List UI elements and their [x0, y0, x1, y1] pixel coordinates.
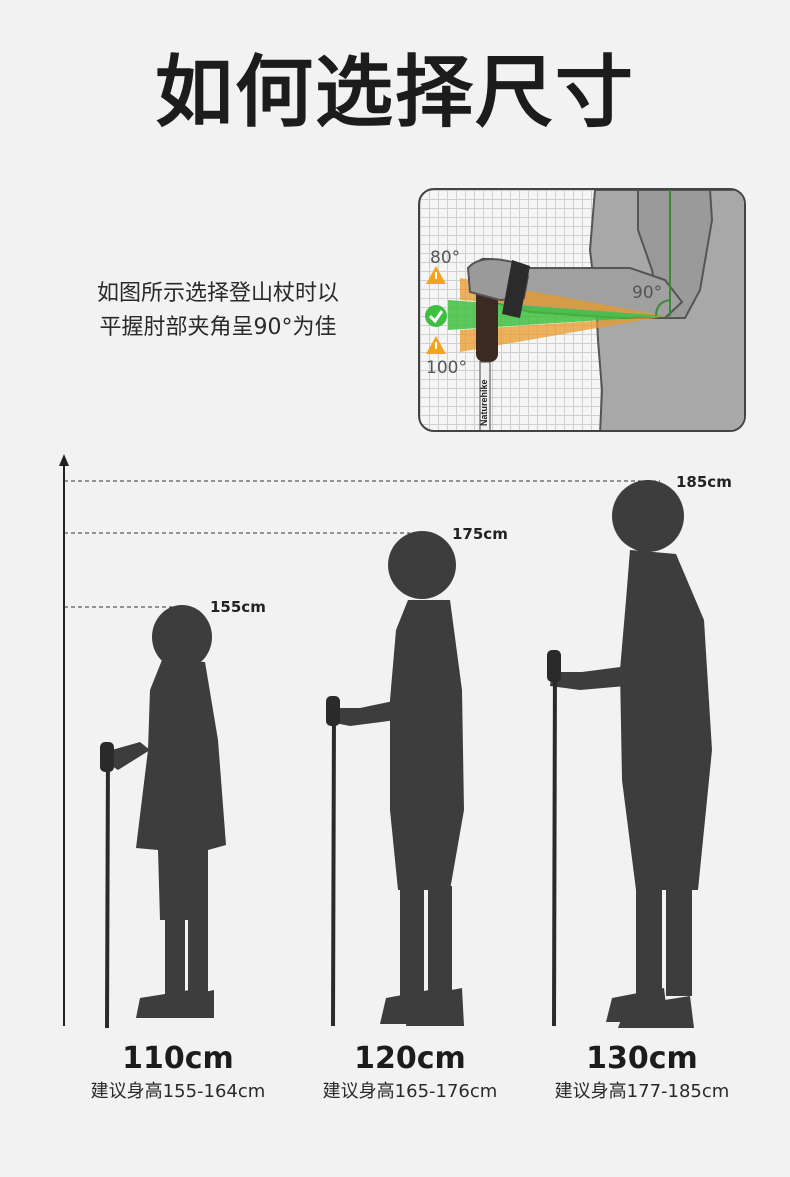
height-chart-graphics [59, 454, 712, 1029]
trekking-pole-110 [100, 742, 114, 1029]
angle-arc [655, 299, 671, 317]
pole-shaft [479, 361, 491, 430]
pole-recommendation: 建议身高177-185cm [554, 1081, 730, 1102]
pole-size-label: 130cm [586, 1041, 698, 1076]
elbow-angle-illustration: Naturehike [425, 190, 744, 430]
angle-90-wedge [448, 300, 666, 330]
pole-size-label: 120cm [354, 1041, 466, 1076]
elbow-angle-diagram: Naturehike 80° 90° 100° [418, 188, 746, 432]
person-silhouette-tall [550, 480, 712, 1028]
warning-icon [426, 266, 446, 284]
pole-brand-text: Naturehike [479, 379, 489, 426]
pole-size-label: 110cm [122, 1041, 234, 1076]
angle-label-100: 100° [426, 358, 467, 378]
usage-tip: 如图所示选择登山杖时以 平握肘部夹角呈90°为佳 [58, 277, 378, 345]
warning-icon [426, 336, 446, 354]
person-silhouette-medium [330, 531, 464, 1026]
pole-recommendation: 建议身高165-176cm [322, 1081, 498, 1102]
trekking-pole-130 [547, 650, 561, 1027]
trekking-pole-120 [326, 696, 340, 1027]
tip-line-1: 如图所示选择登山杖时以 [96, 281, 339, 306]
height-marker-185: 185cm [676, 473, 732, 491]
person-silhouette-short [106, 605, 226, 1018]
angle-label-90: 90° [632, 283, 663, 303]
axis-arrow [59, 454, 69, 466]
height-marker-175: 175cm [452, 525, 508, 543]
tip-line-2: 平握肘部夹角呈90°为佳 [99, 315, 337, 340]
check-icon [425, 305, 447, 327]
angle-label-80: 80° [430, 248, 461, 268]
wrist-strap [502, 260, 530, 318]
pole-option-120: 120cm 建议身高165-176cm [290, 1040, 530, 1106]
pole-recommendation: 建议身高155-164cm [90, 1081, 266, 1102]
angle-100-wedge [460, 316, 666, 352]
height-marker-155: 155cm [210, 598, 266, 616]
height-comparison: 155cm 175cm 185cm [0, 450, 790, 1050]
page-title: 如何选择尺寸 [154, 48, 635, 138]
pole-option-130: 130cm 建议身高177-185cm [522, 1040, 762, 1106]
pole-option-110: 110cm 建议身高155-164cm [58, 1040, 298, 1106]
